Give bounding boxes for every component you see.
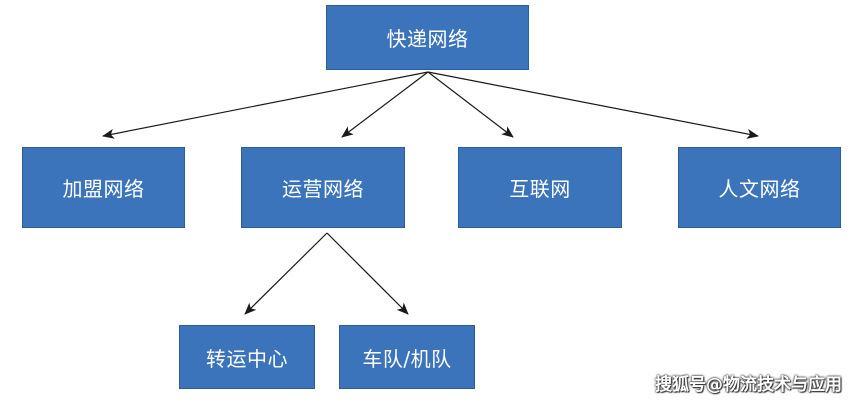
node-label: 转运中心 (206, 346, 288, 371)
node-franchise-network: 加盟网络 (22, 147, 185, 228)
node-label: 人文网络 (718, 177, 801, 201)
node-internet: 互联网 (458, 147, 622, 228)
edge-root-to-join (102, 71, 429, 139)
edge-ops-to-fleet (326, 232, 409, 315)
edge-root-to-ops (341, 71, 429, 138)
node-label: 加盟网络 (62, 177, 145, 201)
node-humanities-network: 人文网络 (678, 147, 841, 228)
watermark: 搜狐号@物流技术与应用 (655, 375, 842, 395)
edge-ops-to-hub (244, 232, 328, 315)
edge-root-to-inet (427, 71, 514, 138)
node-label: 车队/机队 (362, 346, 452, 371)
node-transfer-center: 转运中心 (179, 325, 315, 389)
node-label: 快递网络 (386, 27, 469, 51)
node-label: 互联网 (509, 177, 571, 201)
node-label: 运营网络 (282, 177, 364, 201)
node-express-network: 快递网络 (326, 5, 529, 70)
edge-root-to-human (427, 71, 759, 139)
node-fleet: 车队/机队 (339, 325, 475, 389)
node-operations-network: 运营网络 (241, 147, 405, 228)
